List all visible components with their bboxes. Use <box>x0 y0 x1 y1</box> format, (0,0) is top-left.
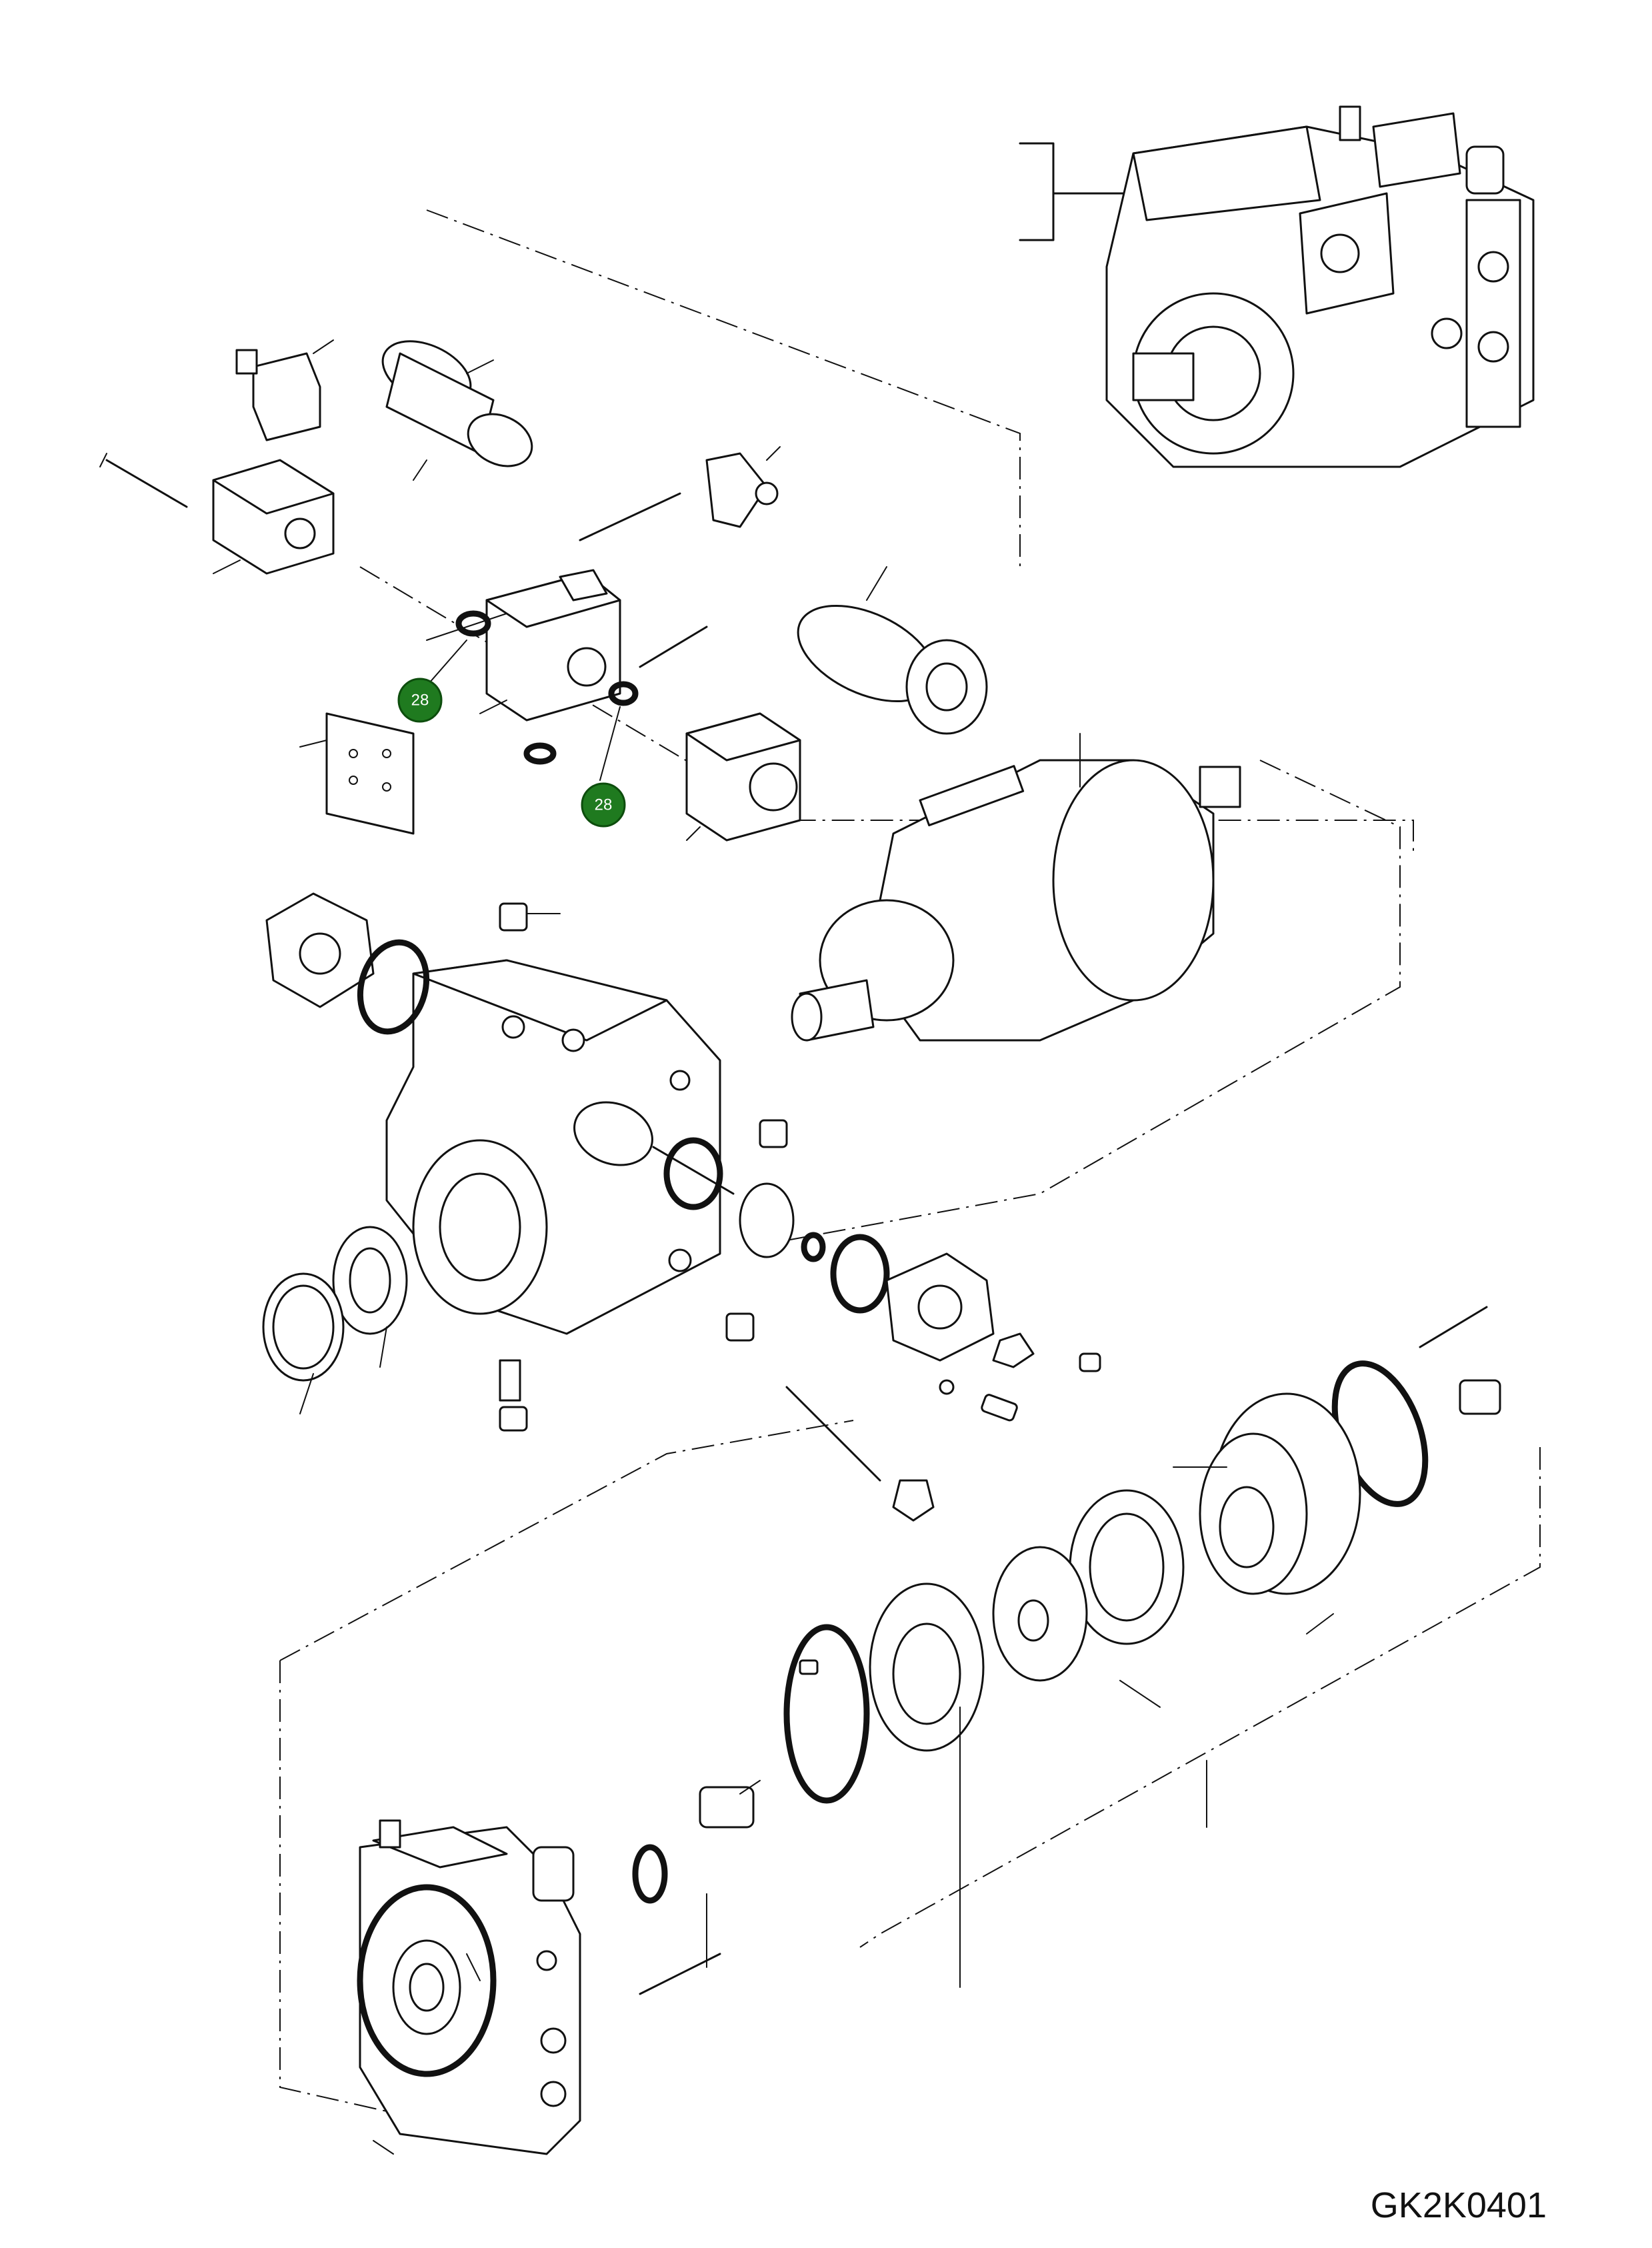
assembly-outline-lower <box>279 760 1541 2148</box>
rotating-group <box>791 733 1241 1042</box>
pump-housing <box>262 892 890 1432</box>
solenoid-valve-parts <box>99 339 988 842</box>
gear-pump-parts <box>632 1306 1501 1995</box>
end-cover <box>357 1819 581 2155</box>
drawing-code: GK2K0401 <box>1371 2185 1547 2225</box>
callout-28-upper[interactable]: 28 <box>397 678 443 723</box>
callout-28-lower[interactable]: 28 <box>581 782 626 828</box>
complete-pump-assembly <box>1019 105 1535 468</box>
adjustment-parts <box>785 1252 1101 1522</box>
leader-lines <box>466 1466 1334 1988</box>
